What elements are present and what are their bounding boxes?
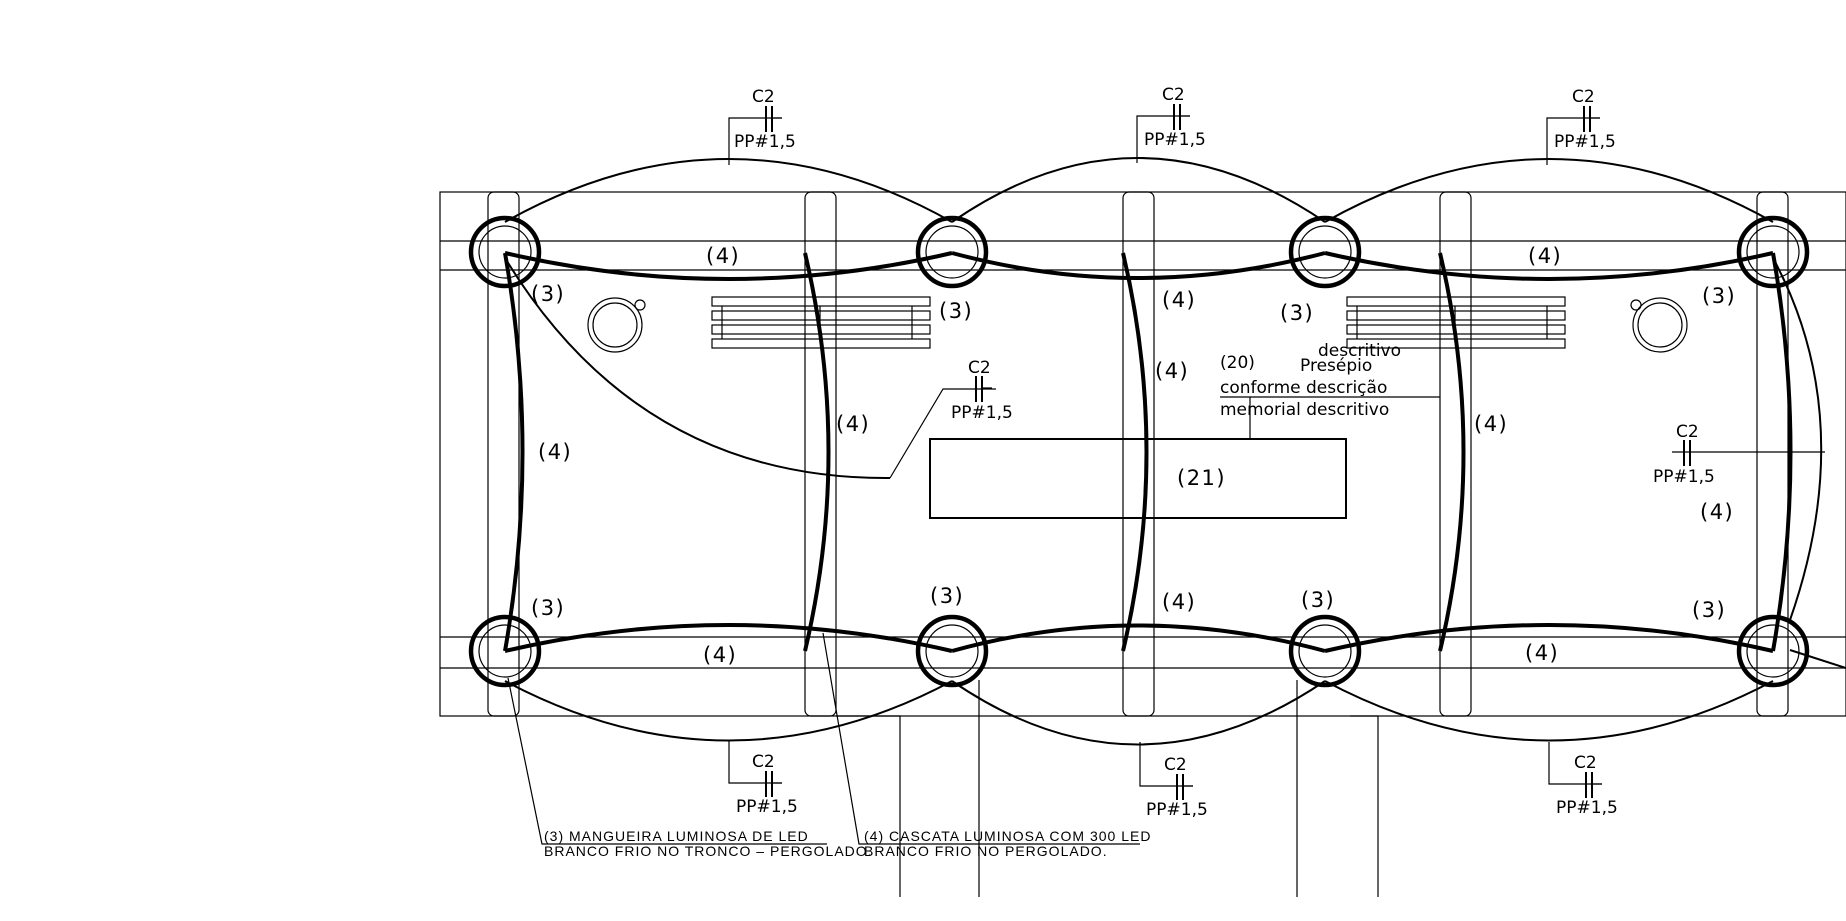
mangueira-labels: (3) (3) (3) (3) (3) (3) (3) (3) [531, 282, 1736, 622]
svg-text:(3): (3) [930, 584, 964, 608]
svg-text:C2: C2 [1676, 422, 1699, 442]
arc-top-3 [1324, 158, 1774, 223]
svg-text:(3): (3) [531, 596, 565, 620]
rafter-2 [804, 191, 837, 717]
svg-text:(4): (4) [1700, 500, 1734, 524]
svg-text:(4): (4) [703, 643, 737, 667]
cable-tag-right: C2 PP#1,5 [1653, 422, 1715, 487]
svg-text:PP#1,5: PP#1,5 [734, 132, 796, 152]
svg-text:(4): (4) [538, 440, 572, 464]
cable-tag-bottom-2: C2 PP#1,5 [1146, 755, 1208, 820]
tree-top-2 [915, 215, 989, 289]
svg-text:(4): (4) [1474, 412, 1508, 436]
svg-text:descritivo: descritivo [1318, 341, 1401, 361]
svg-text:C2: C2 [752, 87, 775, 107]
svg-text:(4): (4) [1162, 288, 1196, 312]
svg-text:(3) MANGUEIRA LUMINOSA DE: (3) MANGUEIRA LUMINOSA DE LED [544, 828, 809, 844]
cable-tag-bottom-3: C2 PP#1,5 [1556, 753, 1618, 818]
note-mangueira: (3) MANGUEIRA LUMINOSA DE LED BRANCO FRI… [507, 677, 873, 859]
cable-symbols [765, 104, 1691, 800]
svg-text:(3): (3) [1301, 588, 1335, 612]
rafter-5 [1756, 191, 1789, 717]
cable-leaders [728, 115, 1825, 897]
svg-text:(3): (3) [1692, 598, 1726, 622]
svg-text:(20): (20) [1220, 353, 1255, 373]
spotlight-right [1630, 297, 1688, 353]
svg-text:C2: C2 [968, 358, 991, 378]
svg-text:(4) CASCATA LUMINOSA COM: (4) CASCATA LUMINOSA COM 300 LED [864, 828, 1151, 844]
svg-text:C2: C2 [752, 752, 775, 772]
svg-text:memorial descritivo: memorial descritivo [1220, 400, 1389, 420]
svg-text:Presépio: Presépio [1300, 356, 1372, 376]
tree-markers [468, 215, 1810, 688]
cable-tag-bottom-1: C2 PP#1,5 [736, 752, 798, 817]
svg-text:(4): (4) [1528, 244, 1562, 268]
svg-text:PP#1,5: PP#1,5 [1144, 130, 1206, 150]
arc-top-1 [504, 158, 953, 223]
svg-text:PP#1,5: PP#1,5 [1556, 798, 1618, 818]
arc-bottom-3 [1324, 680, 1774, 742]
svg-text:(4): (4) [1162, 590, 1196, 614]
cascata-strings [503, 251, 1793, 653]
svg-text:(4): (4) [1155, 359, 1189, 383]
svg-text:(4): (4) [706, 244, 740, 268]
svg-text:PP#1,5: PP#1,5 [951, 403, 1013, 423]
presepio-description: descritivo (20) Presépio conforme descri… [1220, 341, 1440, 439]
svg-text:(4): (4) [836, 412, 870, 436]
svg-text:(3): (3) [531, 282, 565, 306]
arc-bottom-2 [951, 680, 1326, 746]
cable-tag-top-3: C2 PP#1,5 [1554, 87, 1616, 152]
arc-top-2 [951, 157, 1326, 223]
tree-top-4 [1736, 215, 1810, 289]
spotlight-left [587, 297, 646, 353]
svg-text:PP#1,5: PP#1,5 [736, 797, 798, 817]
tree-bottom-4 [1736, 614, 1810, 688]
tree-top-1 [468, 215, 542, 289]
presepio-number-label: (21) [1177, 466, 1226, 490]
arc-left-to-presepio [504, 257, 891, 480]
arc-right-side [1772, 257, 1823, 621]
svg-text:(3): (3) [1280, 301, 1314, 325]
tree-bottom-3 [1288, 614, 1362, 688]
svg-text:(3): (3) [1702, 284, 1736, 308]
svg-text:conforme descrição: conforme descrição [1220, 378, 1387, 398]
tree-bottom-1 [468, 614, 542, 688]
tree-top-3 [1288, 215, 1362, 289]
svg-text:(4): (4) [1525, 641, 1559, 665]
svg-text:BRANCO FRIO NO TRONCO – P: BRANCO FRIO NO TRONCO – PERGOLADO. [544, 843, 873, 859]
arc-bottom-1 [504, 680, 953, 742]
cable-tag-middle: C2 PP#1,5 [951, 358, 1013, 423]
note-cascata: (4) CASCATA LUMINOSA COM 300 LED BRANCO … [822, 632, 1151, 859]
svg-text:BRANCO FRIO NO PERGOLADO.: BRANCO FRIO NO PERGOLADO. [864, 843, 1108, 859]
svg-text:PP#1,5: PP#1,5 [1146, 800, 1208, 820]
cable-tag-top-2: C2 PP#1,5 [1144, 85, 1206, 150]
svg-text:(3): (3) [939, 299, 973, 323]
svg-text:C2: C2 [1164, 755, 1187, 775]
svg-text:PP#1,5: PP#1,5 [1653, 467, 1715, 487]
cascata-labels: (4) (4) (4) (4) (4) (4) (4) (4) (4) (4) … [538, 244, 1734, 667]
rafter-4 [1439, 191, 1472, 717]
svg-text:C2: C2 [1572, 87, 1595, 107]
svg-text:PP#1,5: PP#1,5 [1554, 132, 1616, 152]
cable-tag-top-1: C2 PP#1,5 [734, 87, 796, 152]
tree-bottom-2 [915, 614, 989, 688]
rafter-1 [487, 191, 520, 717]
svg-text:C2: C2 [1574, 753, 1597, 773]
presepio-box [929, 438, 1347, 519]
pergola-structure [439, 191, 1846, 717]
rafter-3 [1122, 191, 1155, 717]
svg-text:C2: C2 [1162, 85, 1185, 105]
